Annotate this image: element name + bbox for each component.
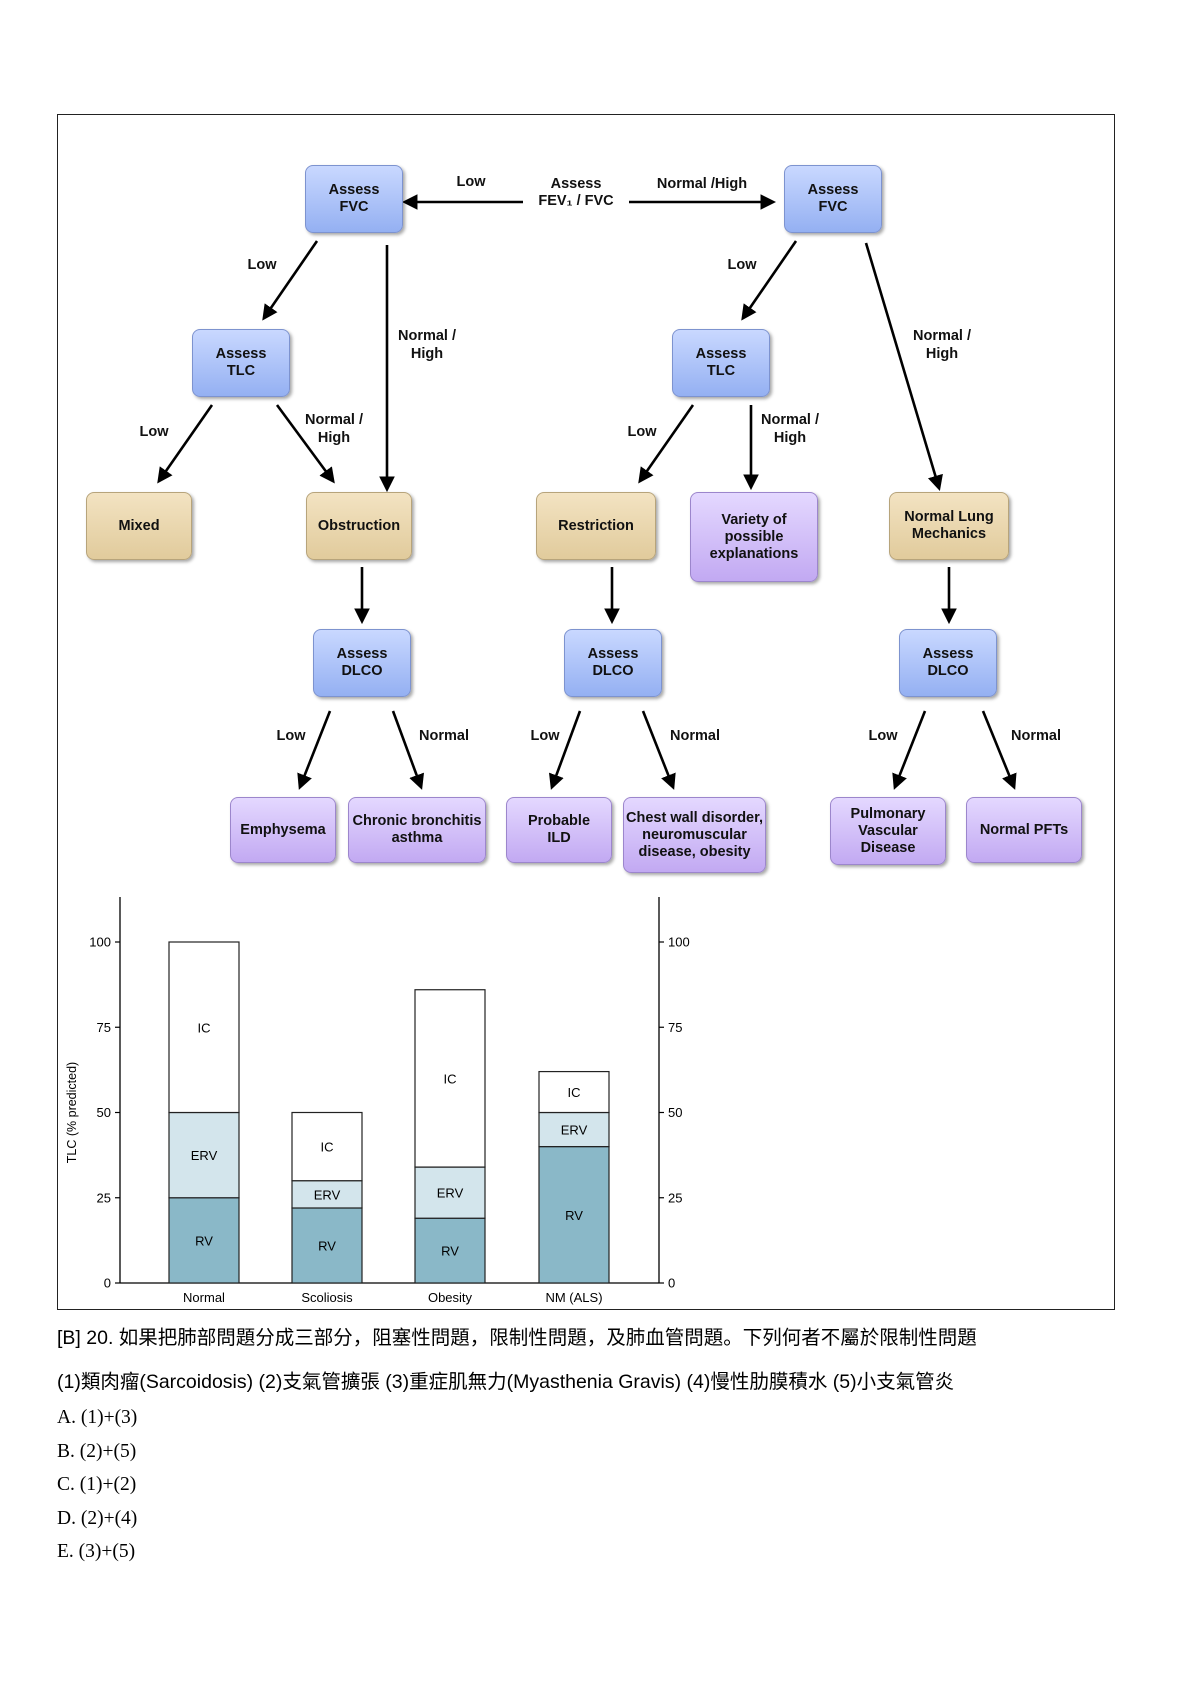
label-dlcoO-low: Low [276, 728, 306, 744]
node-assess-dlco-normal: Assess DLCO [899, 629, 997, 697]
bar-segment-ic [414, 989, 486, 1168]
y-tick-label-left: 25 [97, 1190, 111, 1205]
node-chest-wall-disorder: Chest wall disorder, neuromuscular disea… [623, 797, 766, 873]
arrow-tlcR-to-restriction [638, 404, 695, 484]
label-tlcL-low: Low [139, 424, 169, 440]
node-probable-ild: Probable ILD [506, 797, 612, 863]
arrow-dlcoN-low [892, 710, 927, 790]
option-b[interactable]: B. (2)+(5) [57, 1440, 137, 1462]
segment-label-rv: RV [565, 1208, 583, 1223]
label-dlcoN-normal: Normal [1011, 728, 1061, 744]
label-tlcR-low: Low [627, 424, 657, 440]
x-tick-label: NM (ALS) [545, 1290, 602, 1305]
node-assess-tlc-right: Assess TLC [672, 329, 770, 397]
option-d[interactable]: D. (2)+(4) [57, 1507, 138, 1529]
option-a[interactable]: A. (1)+(3) [57, 1407, 138, 1428]
label-fvcR-low: Low [727, 257, 757, 273]
arrow-fvcR-to-tlcR [741, 240, 798, 321]
start-assess-fev1-fvc: Assess FEV₁ / FVC [538, 176, 614, 209]
node-obstruction: Obstruction [306, 492, 412, 560]
node-assess-tlc-left: Assess TLC [192, 329, 290, 397]
segment-label-ic: IC [444, 1071, 457, 1086]
label-dlcoR-low: Low [530, 728, 560, 744]
node-restriction: Restriction [536, 492, 656, 560]
pft-flowchart: Assess FEV₁ / FVC Assess FVC Assess FVC … [58, 115, 1116, 885]
y-axis-label: TLC (% predicted) [65, 1062, 79, 1163]
arrow-dlcoO-normal [391, 710, 425, 790]
label-start-low: Low [456, 174, 486, 190]
x-tick-label: Scoliosis [301, 1290, 353, 1305]
label-fvcR-normal-high: Normal / High [912, 328, 972, 362]
node-normal-pfts: Normal PFTs [966, 797, 1082, 863]
y-tick-label-right: 25 [668, 1190, 682, 1205]
label-fvcL-normal-high: Normal / High [397, 328, 457, 362]
label-dlcoO-normal: Normal [419, 728, 469, 744]
bar-segment-erv [168, 1111, 240, 1199]
label-fvcL-low: Low [247, 257, 277, 273]
node-emphysema: Emphysema [230, 797, 336, 863]
option-c[interactable]: C. (1)+(2) [57, 1474, 137, 1495]
y-tick-label-left: 0 [104, 1276, 111, 1291]
label-tlcR-normal-high: Normal / High [760, 412, 820, 446]
y-tick-label-left: 75 [97, 1020, 111, 1035]
bar-segment-ic [168, 941, 240, 1114]
node-variety-explanations: Variety of possible explanations [690, 492, 818, 582]
node-assess-fvc-right: Assess FVC [784, 165, 882, 233]
question-stem: [B] 20. 如果把肺部問題分成三部分，阻塞性問題，限制性問題，及肺血管問題。… [57, 1316, 1127, 1404]
option-e[interactable]: E. (3)+(5) [57, 1541, 136, 1562]
node-normal-lung-mechanics: Normal Lung Mechanics [889, 492, 1009, 560]
x-tick-label: Obesity [428, 1290, 473, 1305]
arrow-dlcoN-normal [981, 710, 1017, 790]
arrow-tlcL-to-obstruction [275, 404, 335, 484]
bar-segment-ic [538, 1070, 610, 1114]
node-mixed: Mixed [86, 492, 192, 560]
arrow-fvcL-to-tlcL [262, 240, 319, 321]
node-chronic-bronchitis-asthma: Chronic bronchitis asthma [348, 797, 486, 863]
segment-label-rv: RV [195, 1233, 213, 1248]
bar-segment-rv [538, 1146, 610, 1284]
segment-label-ic: IC [321, 1140, 334, 1155]
label-start-normal-high: Normal /High [656, 176, 748, 192]
segment-label-ic: IC [568, 1085, 581, 1100]
segment-label-erv: ERV [561, 1123, 588, 1138]
y-tick-label-right: 50 [668, 1105, 682, 1120]
y-tick-label-left: 50 [97, 1105, 111, 1120]
label-dlcoN-low: Low [868, 728, 898, 744]
segment-label-ic: IC [198, 1020, 211, 1035]
answer-options: A. (1)+(3) B. (2)+(5) C. (1)+(2) D. (2)+… [57, 1401, 137, 1569]
x-tick-label: Normal [183, 1290, 225, 1305]
bar-segment-rv [168, 1197, 240, 1284]
arrow-dlcoR-normal [641, 710, 676, 790]
node-assess-fvc-left: Assess FVC [305, 165, 403, 233]
label-dlcoR-normal: Normal [670, 728, 720, 744]
figure-frame: Assess FEV₁ / FVC Assess FVC Assess FVC … [57, 114, 1115, 1310]
bar-segment-rv [414, 1217, 486, 1284]
y-tick-label-left: 100 [89, 935, 111, 950]
question-line-1: [B] 20. 如果把肺部問題分成三部分，阻塞性問題，限制性問題，及肺血管問題。… [57, 1327, 977, 1349]
question-line-2: (1)類肉瘤(Sarcoidosis) (2)支氣管擴張 (3)重症肌無力(My… [57, 1371, 955, 1393]
flowchart-arrows [157, 194, 1017, 790]
node-assess-dlco-restriction: Assess DLCO [564, 629, 662, 697]
y-tick-label-right: 100 [668, 935, 690, 950]
arrow-tlcL-to-mixed [157, 404, 214, 484]
segment-label-erv: ERV [191, 1148, 218, 1163]
bar-segment-rv [291, 1207, 363, 1284]
segment-label-rv: RV [441, 1244, 459, 1259]
segment-label-erv: ERV [314, 1187, 341, 1202]
arrow-dlcoR-low [548, 710, 582, 790]
arrow-dlcoO-low [297, 710, 332, 790]
node-pulmonary-vascular-disease: Pulmonary Vascular Disease [830, 797, 946, 865]
segment-label-erv: ERV [437, 1186, 464, 1201]
y-tick-label-right: 0 [668, 1276, 675, 1291]
bar-segment-ic [291, 1111, 363, 1182]
arrow-fvcR-to-normal-lung [864, 242, 943, 491]
label-tlcL-normal-high: Normal / High [304, 412, 364, 446]
segment-label-rv: RV [318, 1238, 336, 1253]
y-tick-label-right: 75 [668, 1020, 682, 1035]
node-assess-dlco-obstruction: Assess DLCO [313, 629, 411, 697]
bar-segment-erv [414, 1166, 486, 1219]
bar-segment-erv [291, 1180, 363, 1209]
